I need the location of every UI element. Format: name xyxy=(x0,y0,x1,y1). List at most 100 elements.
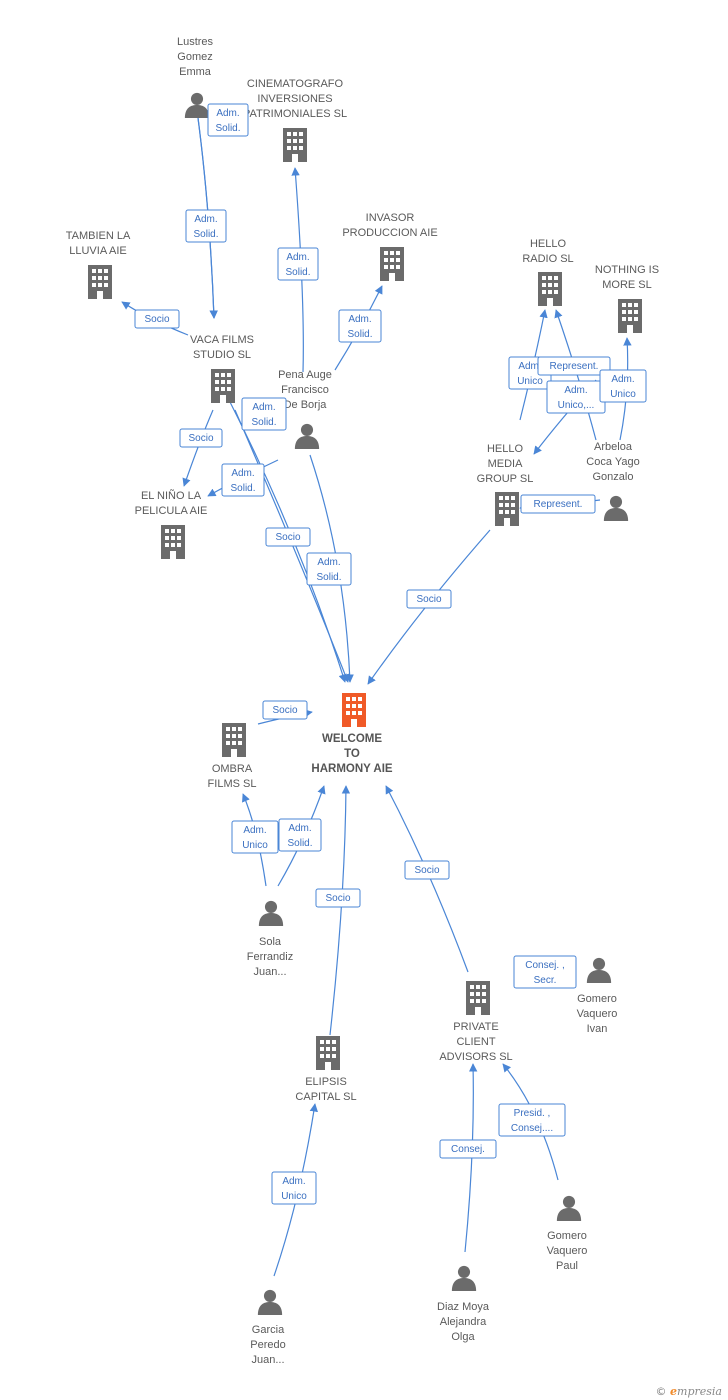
edge-label-line: Adm. xyxy=(518,361,541,372)
edge-label-e20[interactable]: Socio xyxy=(315,888,361,908)
edge-label-text: Consej. xyxy=(451,1144,485,1155)
edge-label-line: Socio xyxy=(416,594,441,605)
edge-label-e10[interactable]: Adm.Solid. xyxy=(306,552,352,586)
edge-label-e8[interactable]: Adm.Solid. xyxy=(241,397,287,431)
node-label-line: De Borja xyxy=(284,399,328,411)
building-icon xyxy=(161,525,185,559)
node-label: EL NIÑO LA PELICULA AIE xyxy=(135,489,208,517)
building-icon xyxy=(618,299,642,333)
edge-label-e19[interactable]: Adm.Solid. xyxy=(278,818,322,852)
person-icon xyxy=(184,92,210,118)
node-label-line: Juan... xyxy=(251,1354,284,1366)
edge-label-e12[interactable]: Represent. xyxy=(537,356,611,376)
edge-label-e25[interactable]: Consej. xyxy=(439,1139,497,1159)
edge-label-box xyxy=(278,818,322,852)
edge-label-e1[interactable]: Adm.Solid. xyxy=(207,103,249,137)
edge-label-line: Adm. xyxy=(194,214,217,225)
node-label-line: Peredo xyxy=(250,1339,285,1351)
edge-label-e23[interactable]: Adm.Unico xyxy=(271,1171,317,1205)
edge-label-text: Socio xyxy=(144,314,169,325)
edge-label-text: Socio xyxy=(188,433,213,444)
edge-label-e16[interactable]: Socio xyxy=(406,589,452,609)
edge-label-e15[interactable]: Represent. xyxy=(520,494,596,514)
edge-label-e22[interactable]: Consej. ,Secr. xyxy=(513,955,577,989)
node-label-line: GROUP SL xyxy=(477,473,534,485)
node-label-line: CLIENT xyxy=(456,1036,495,1048)
node-label-line: VACA FILMS xyxy=(190,334,254,346)
person-icon xyxy=(556,1195,582,1221)
edge-label-text: Adm.Unico,... xyxy=(558,385,595,411)
edge-label-e3[interactable]: Adm.Solid. xyxy=(277,247,319,281)
node-label-line: INVASOR xyxy=(366,212,415,224)
node-label-line: Juan... xyxy=(253,966,286,978)
node-label-line: PATRIMONIALES SL xyxy=(243,108,347,120)
edge-label-e24[interactable]: Presid. ,Consej.... xyxy=(498,1103,566,1137)
edge-label-e5[interactable]: Socio xyxy=(134,309,180,329)
edge-label-text: Socio xyxy=(414,865,439,876)
edge-label-line: Solid. xyxy=(285,267,310,278)
node-label-line: MEDIA xyxy=(488,458,524,470)
edge-label-e2[interactable]: Adm.Solid. xyxy=(185,209,227,243)
person-icon xyxy=(294,423,320,449)
edge-label-box xyxy=(277,247,319,281)
node-label-line: ADVISORS SL xyxy=(439,1051,512,1063)
edge-label-line: Adm. xyxy=(564,385,587,396)
node-label-line: INVERSIONES xyxy=(257,93,332,105)
edge-label-line: Consej.... xyxy=(511,1123,553,1134)
edge-label-e4[interactable]: Adm.Solid. xyxy=(338,309,382,343)
person-icon xyxy=(586,957,612,983)
edge-label-line: Adm. xyxy=(282,1176,305,1187)
edge-label-text: Adm.Solid. xyxy=(287,823,312,849)
node-label-line: NOTHING IS xyxy=(595,264,659,276)
edge-label-box xyxy=(439,1139,497,1159)
edge-label-e18[interactable]: Adm.Unico xyxy=(231,820,279,854)
node-label-line: EL NIÑO LA xyxy=(141,489,202,502)
node-label-line: STUDIO SL xyxy=(193,349,251,361)
node-vaca[interactable]: VACA FILMS STUDIO SL xyxy=(190,334,254,403)
edge-label-e14[interactable]: Adm.Unico xyxy=(599,369,647,403)
building-icon xyxy=(342,693,366,727)
node-label-line: Diaz Moya xyxy=(437,1301,490,1313)
edge-label-box xyxy=(513,955,577,989)
edge-label-e13[interactable]: Adm.Unico,... xyxy=(546,380,606,414)
node-label: VACA FILMS STUDIO SL xyxy=(190,334,254,361)
node-label-line: OMBRA xyxy=(212,763,253,775)
node-el-nino[interactable]: EL NIÑO LA PELICULA AIE xyxy=(135,489,208,559)
edge-label-e21[interactable]: Socio xyxy=(404,860,450,880)
edge-label-e9[interactable]: Socio xyxy=(265,527,311,547)
edge-label-e17[interactable]: Socio xyxy=(262,700,308,720)
edge-label-line: Adm. xyxy=(216,108,239,119)
edge-label-e6[interactable]: Socio xyxy=(179,428,223,448)
node-label-line: Gonzalo xyxy=(593,471,634,483)
edge-label-text: Adm.Solid. xyxy=(251,402,276,428)
edge-label-line: Adm. xyxy=(317,557,340,568)
edge-line xyxy=(291,167,304,373)
edge-label-line: Represent. xyxy=(550,361,599,372)
node-label-line: PELICULA AIE xyxy=(135,505,208,517)
edge-label-e7[interactable]: Adm.Solid. xyxy=(221,463,265,497)
edge-label-text: Adm.Solid. xyxy=(316,557,341,583)
